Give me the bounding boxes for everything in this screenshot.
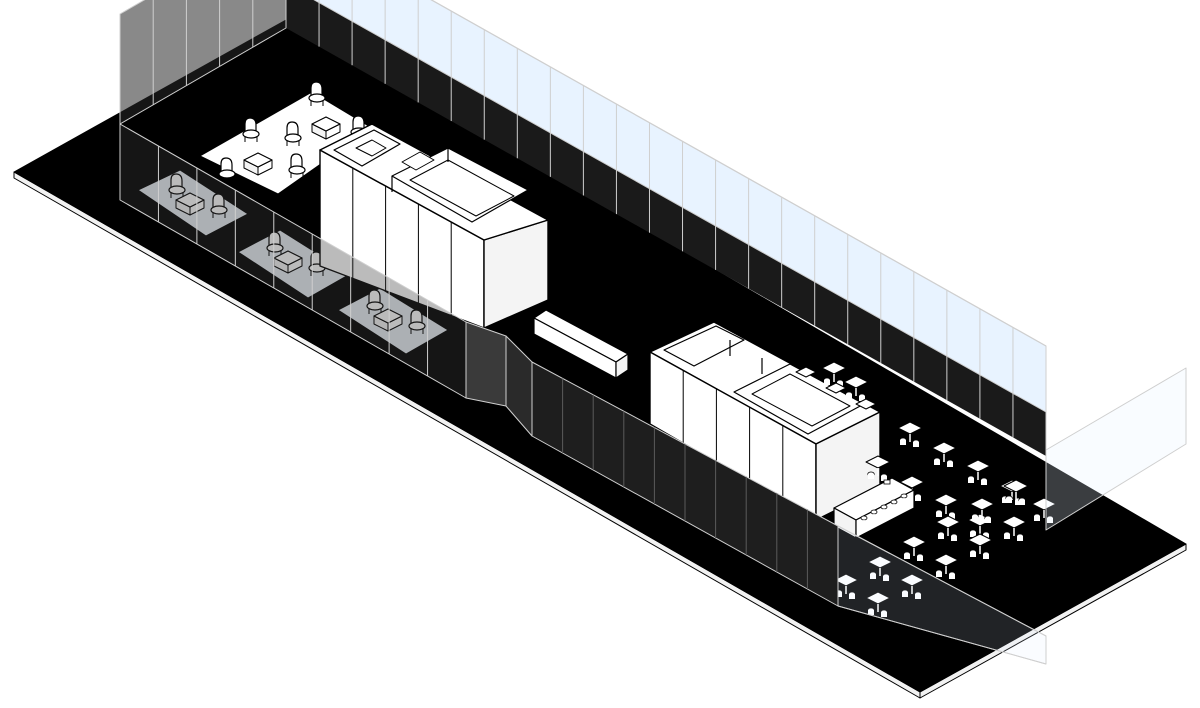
bar-counter xyxy=(833,477,915,539)
coffee-table xyxy=(373,308,403,332)
entrance-doors xyxy=(465,321,533,437)
cafe-table xyxy=(867,555,893,581)
bar-stool xyxy=(900,493,908,506)
cafe-table xyxy=(1001,515,1027,541)
cafe-table xyxy=(1003,479,1029,505)
meeting-room-2 xyxy=(649,321,881,521)
cafe-table xyxy=(865,591,891,617)
entrance-door-left xyxy=(465,321,507,407)
back-glass-wall xyxy=(285,0,1047,456)
bar-register xyxy=(883,479,891,485)
armchair xyxy=(284,121,302,146)
cafe-table xyxy=(899,573,925,599)
bar-stool xyxy=(890,499,898,512)
window-table xyxy=(825,382,847,394)
armchair xyxy=(242,117,260,142)
island-counter xyxy=(533,309,629,379)
coffee-table xyxy=(273,250,303,274)
cafe-table xyxy=(965,459,991,485)
cafe-table xyxy=(1031,497,1057,523)
armchair xyxy=(308,81,326,106)
room2-cubicle-b-inner xyxy=(751,373,851,427)
lounge-area xyxy=(137,81,449,355)
window-table xyxy=(855,398,877,410)
front-partition-wall xyxy=(119,123,1187,665)
right-end-glass xyxy=(1045,367,1187,531)
meeting-room-1 xyxy=(319,123,549,329)
cafe-table xyxy=(865,455,891,481)
bar-stool xyxy=(880,504,888,517)
cafe-table xyxy=(901,535,927,561)
entrance-door-right xyxy=(505,335,533,437)
armchair xyxy=(210,193,228,218)
window-table xyxy=(795,366,817,378)
armchair xyxy=(168,173,186,198)
room1-cubicle-b-inner xyxy=(409,159,515,217)
cafe-table xyxy=(933,553,959,579)
cafe-table xyxy=(933,493,959,519)
cafe-table xyxy=(931,441,957,467)
cafe-table xyxy=(935,515,961,541)
armchair xyxy=(408,309,426,334)
back-wall-top-edge xyxy=(430,0,1047,347)
cafe-table xyxy=(969,497,995,523)
cafe-area xyxy=(795,361,1057,617)
counter-side xyxy=(615,353,629,379)
cafe-table xyxy=(821,361,847,387)
room2-cubicle-a xyxy=(663,325,745,367)
coffee-table xyxy=(243,152,273,176)
back-wall-lower xyxy=(286,0,1046,456)
cafe-table xyxy=(967,533,993,559)
cafe-table xyxy=(843,375,869,401)
bar-stool xyxy=(870,509,878,522)
cafe-table xyxy=(897,421,923,447)
bar-stool xyxy=(860,515,868,528)
armchair xyxy=(288,153,306,178)
left-glass-wall xyxy=(119,0,287,125)
armchair xyxy=(218,157,236,182)
coffee-table xyxy=(311,116,341,140)
armchair xyxy=(366,289,384,314)
